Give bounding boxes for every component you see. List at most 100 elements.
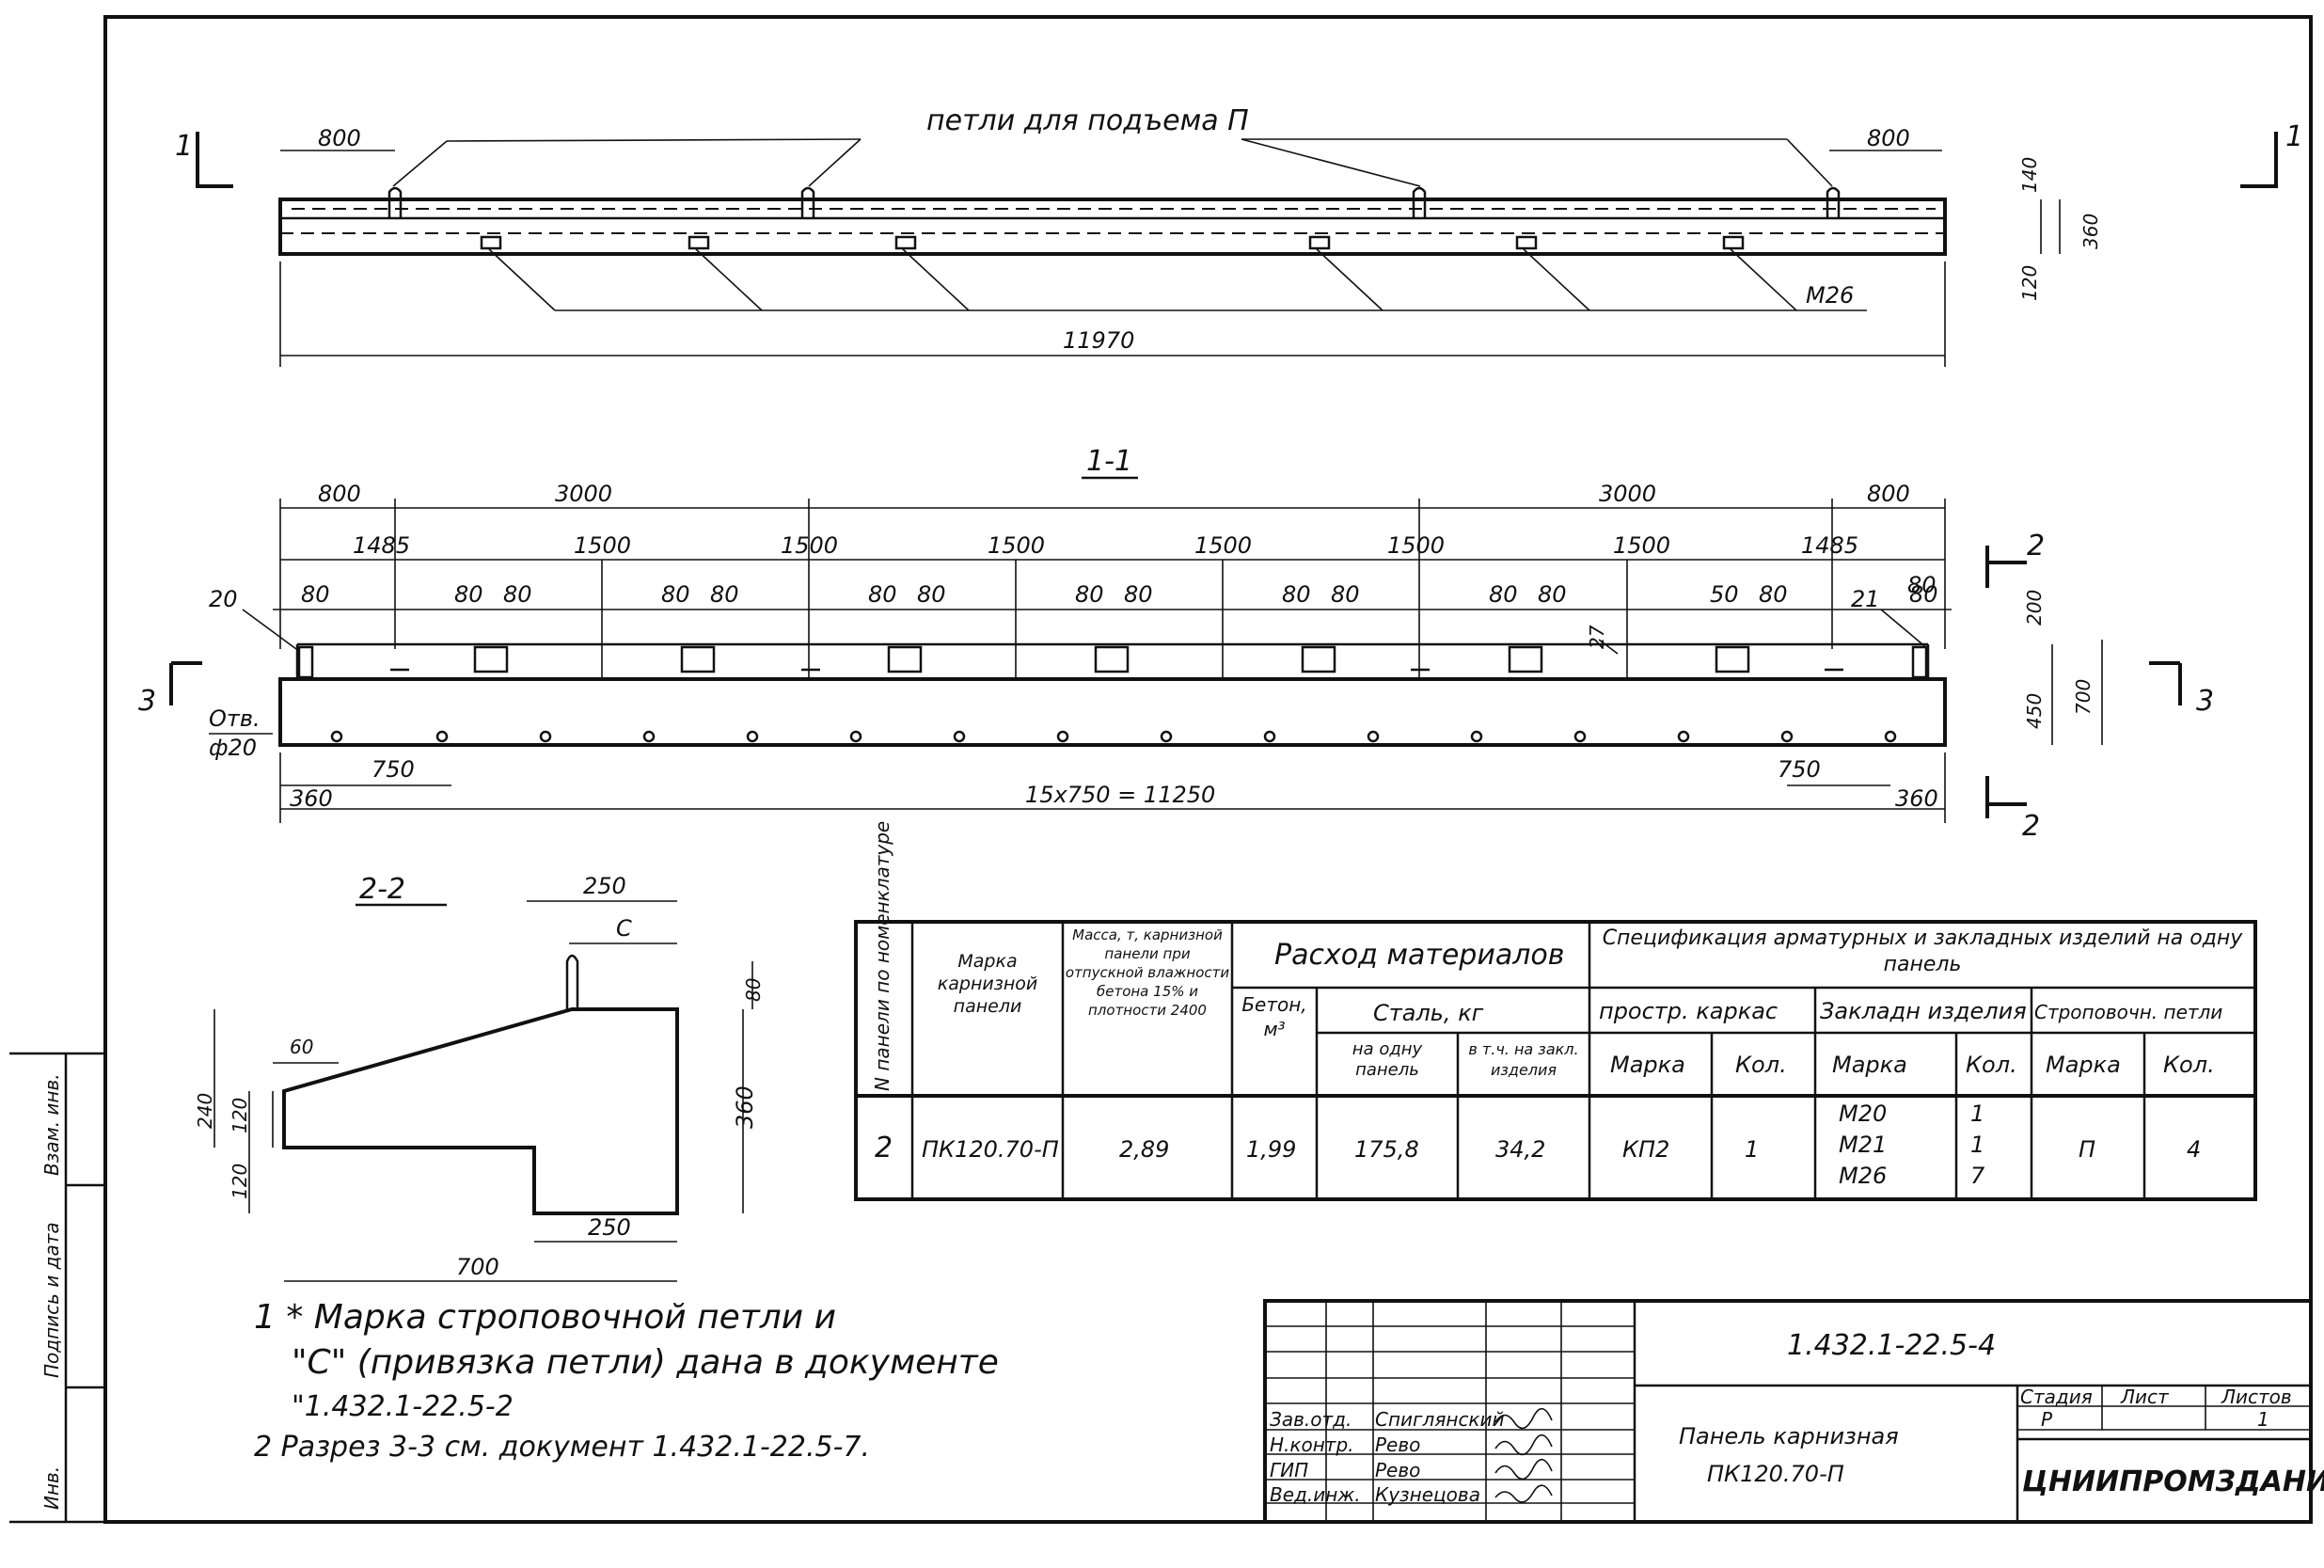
lifting-loop bbox=[800, 186, 815, 218]
hole bbox=[1263, 730, 1276, 743]
th-concrete: Бетон, м³ bbox=[1241, 993, 1307, 1040]
sheet-header: Лист bbox=[2120, 1386, 2170, 1408]
role-2: ГИП bbox=[1270, 1459, 1308, 1481]
section-mark-3-left: 3 bbox=[138, 685, 156, 718]
s11-mid-dim-2: 1500 bbox=[781, 532, 838, 559]
panel-elevation-bottom bbox=[278, 677, 1947, 747]
hole bbox=[953, 730, 966, 743]
s22-dim-c: С bbox=[616, 915, 632, 942]
dim-80-right: 80 bbox=[1907, 572, 1937, 598]
td-emb-mark-2: М26 bbox=[1839, 1163, 1887, 1189]
s22-dim-250-top: 250 bbox=[583, 873, 626, 899]
section-1-1-title: 1-1 bbox=[1086, 445, 1132, 478]
td-frame-qty: 1 bbox=[1745, 1136, 1759, 1163]
sheets-value: 1 bbox=[2257, 1408, 2269, 1431]
s11-small-dim-12: 80 bbox=[1538, 581, 1567, 608]
s11-mid-dim-6: 1500 bbox=[1613, 532, 1670, 559]
notes: 1 * Марка строповочной петли и "С" (прив… bbox=[254, 1298, 999, 1464]
hole-diameter: ф20 bbox=[209, 735, 257, 761]
s11-small-dim-6: 80 bbox=[917, 581, 946, 608]
th-mark: Марка карнизной панели bbox=[937, 951, 1038, 1017]
dim-overall-holes: 15х750 = 11250 bbox=[1025, 782, 1215, 808]
s11-small-dim-14: 80 bbox=[1759, 581, 1788, 608]
signature bbox=[1494, 1484, 1553, 1503]
s11-mid-dim-0: 1485 bbox=[353, 532, 410, 559]
section-1-1: 1-1 800 3000 3000 800 1485 1500 1500 150… bbox=[138, 445, 2214, 843]
lifting-loop bbox=[1826, 186, 1841, 218]
hole bbox=[746, 730, 759, 743]
td-emb-qty-1: 1 bbox=[1970, 1132, 1984, 1158]
org-name: ЦНИИПРОМЗДАНИЙ bbox=[2022, 1465, 2324, 1498]
s11-small-dim-8: 80 bbox=[1124, 581, 1153, 608]
role-3: Вед.инж. bbox=[1270, 1483, 1361, 1506]
td-steel-panel: 175,8 bbox=[1354, 1136, 1419, 1163]
dim-750-left: 750 bbox=[372, 756, 415, 783]
s22-dim-60: 60 bbox=[290, 1036, 313, 1058]
section-mark-1-right: 1 bbox=[2285, 120, 2303, 153]
s11-small-dim-5: 80 bbox=[868, 581, 897, 608]
th-mass: Масса, т, карнизной панели при отпускной… bbox=[1065, 927, 1230, 1019]
s11-small-dim-15: 80 bbox=[1909, 581, 1938, 608]
dim-200: 200 bbox=[2023, 590, 2046, 626]
td-emb-mark-0: М20 bbox=[1839, 1101, 1887, 1127]
s11-top-dim-0: 800 bbox=[318, 481, 361, 507]
hole bbox=[1470, 730, 1483, 743]
holes bbox=[330, 730, 1897, 743]
th-frame: простр. каркас bbox=[1599, 998, 1778, 1024]
sheet-frame bbox=[103, 15, 2313, 1524]
s11-small-dim-9: 80 bbox=[1282, 581, 1311, 608]
s22-dim-240: 240 bbox=[194, 1093, 216, 1129]
th-loop-qty: Кол. bbox=[2163, 1052, 2215, 1078]
td-steel-embedded: 34,2 bbox=[1495, 1136, 1545, 1163]
s11-mid-dim-1: 1500 bbox=[574, 532, 631, 559]
hole bbox=[330, 730, 343, 743]
dim-360-right: 360 bbox=[1895, 785, 1938, 812]
hole bbox=[1160, 730, 1173, 743]
panel-plan-outline bbox=[278, 198, 1947, 256]
th-consumption: Расход материалов bbox=[1274, 939, 1564, 972]
top-dim-800-right: 800 bbox=[1867, 125, 1910, 151]
hole-label: Отв. bbox=[209, 705, 261, 732]
td-emb-qty-0: 1 bbox=[1970, 1101, 1984, 1127]
name-1: Рево bbox=[1375, 1433, 1420, 1456]
signature bbox=[1494, 1407, 1553, 1430]
s11-small-dim-11: 80 bbox=[1489, 581, 1518, 608]
s22-dim-700: 700 bbox=[456, 1254, 499, 1280]
title-name-2: ПК120.70-П bbox=[1707, 1461, 1844, 1487]
note-1a: 1 * Марка строповочной петли и bbox=[254, 1298, 836, 1337]
hole bbox=[435, 730, 449, 743]
s22-dim-250-bottom: 250 bbox=[588, 1214, 631, 1241]
td-frame-mark: КП2 bbox=[1622, 1136, 1669, 1163]
s11-small-dim-2: 80 bbox=[503, 581, 532, 608]
signature bbox=[1494, 1433, 1553, 1456]
name-2: Рево bbox=[1375, 1459, 1420, 1481]
note-2: 2 Разрез 3-3 см. документ 1.432.1-22.5-7… bbox=[254, 1431, 870, 1464]
spec-table: N панели по номенклатуре Марка карнизной… bbox=[854, 821, 2257, 1201]
th-num: N панели по номенклатуре bbox=[871, 821, 893, 1091]
top-view-title: петли для подъема П bbox=[926, 104, 1249, 137]
s11-mid-dim-5: 1500 bbox=[1387, 532, 1445, 559]
s11-small-dim-4: 80 bbox=[710, 581, 739, 608]
title-block: 1.432.1-22.5-4 Панель карнизная ПК120.70… bbox=[1263, 1299, 2324, 1524]
top-dim-overall: 11970 bbox=[1063, 327, 1134, 354]
th-frame-qty: Кол. bbox=[1735, 1052, 1787, 1078]
dim-700: 700 bbox=[2072, 679, 2095, 715]
stamp-sign: Подпись и дата bbox=[40, 1222, 63, 1378]
hole bbox=[1677, 730, 1690, 743]
th-spec: Спецификация арматурных и закладных изде… bbox=[1602, 927, 2243, 976]
top-dim-800-left: 800 bbox=[318, 125, 361, 151]
hole bbox=[1780, 730, 1794, 743]
s11-top-dim-3: 800 bbox=[1867, 481, 1910, 507]
title-name-1: Панель карнизная bbox=[1679, 1423, 1899, 1449]
top-view: петли для подъема П 1 1 800 800 bbox=[175, 104, 2303, 367]
section-mark-3-right: 3 bbox=[2196, 685, 2214, 718]
s22-dim-360: 360 bbox=[732, 1085, 758, 1129]
dim-27: 27 bbox=[1586, 625, 1608, 649]
td-loop-qty: 4 bbox=[2187, 1136, 2201, 1163]
th-embedded: Закладн изделия bbox=[1820, 998, 2027, 1024]
s11-small-dim-1: 80 bbox=[454, 581, 483, 608]
s22-dim-120a: 120 bbox=[229, 1098, 251, 1133]
td-emb-qty-2: 7 bbox=[1970, 1163, 1985, 1189]
th-frame-mark: Марка bbox=[1610, 1052, 1685, 1078]
